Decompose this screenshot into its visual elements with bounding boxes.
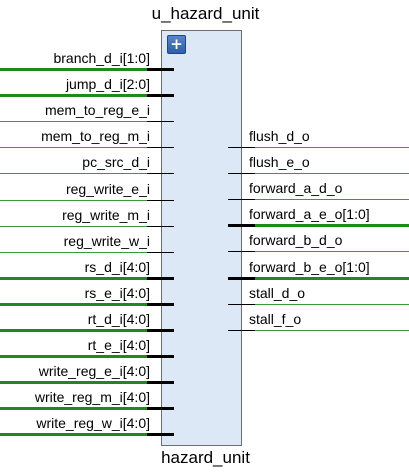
input-pin[interactable] xyxy=(147,121,174,122)
input-wire[interactable] xyxy=(0,94,161,97)
input-port-label: write_reg_e_i[4:0] xyxy=(38,363,150,379)
output-wire[interactable] xyxy=(241,277,409,280)
input-pin[interactable] xyxy=(147,407,174,410)
output-pin[interactable] xyxy=(228,330,255,331)
input-pin[interactable] xyxy=(147,226,174,227)
input-port-label: write_reg_w_i[4:0] xyxy=(36,415,150,431)
input-port-label: branch_d_i[1:0] xyxy=(53,50,150,66)
module-block[interactable]: + xyxy=(161,30,242,446)
input-port-label: jump_d_i[2:0] xyxy=(65,76,150,92)
output-wire[interactable] xyxy=(241,173,409,174)
output-port-label: forward_a_e_o[1:0] xyxy=(249,206,370,222)
output-port-label: flush_d_o xyxy=(249,128,310,144)
output-port-label: forward_b_d_o xyxy=(249,232,343,248)
input-wire[interactable] xyxy=(0,200,161,201)
input-wire[interactable] xyxy=(0,303,161,306)
input-wire[interactable] xyxy=(0,226,161,227)
input-port-label: mem_to_reg_m_i xyxy=(41,128,150,144)
input-pin[interactable] xyxy=(147,252,174,253)
instance-name: u_hazard_unit xyxy=(151,4,260,23)
output-wire[interactable] xyxy=(241,304,409,305)
input-wire[interactable] xyxy=(0,68,161,71)
input-port-label: reg_write_e_i xyxy=(65,181,150,197)
input-port-label: rt_e_i[4:0] xyxy=(87,337,150,353)
input-wire[interactable] xyxy=(0,173,161,174)
input-pin[interactable] xyxy=(147,433,174,436)
output-port-label: stall_d_o xyxy=(249,285,306,301)
output-pin[interactable] xyxy=(228,277,255,280)
output-pin[interactable] xyxy=(228,199,255,200)
input-port-label: write_reg_m_i[4:0] xyxy=(34,389,150,405)
input-port-label: pc_src_d_i xyxy=(82,154,150,170)
input-wire[interactable] xyxy=(0,252,161,253)
output-port-label: forward_b_e_o[1:0] xyxy=(249,259,370,275)
output-pin[interactable] xyxy=(228,147,255,148)
input-port-label: reg_write_w_i xyxy=(63,233,150,249)
input-port-label: rs_e_i[4:0] xyxy=(84,285,150,301)
module-name: hazard_unit xyxy=(161,448,250,467)
output-port-label: forward_a_d_o xyxy=(249,180,343,196)
input-port-label: rs_d_i[4:0] xyxy=(84,259,150,275)
input-pin[interactable] xyxy=(147,200,174,201)
input-pin[interactable] xyxy=(147,355,174,358)
input-pin[interactable] xyxy=(147,381,174,384)
output-pin[interactable] xyxy=(228,224,255,227)
input-port-label: reg_write_m_i xyxy=(62,207,150,223)
input-pin[interactable] xyxy=(147,147,174,148)
output-wire[interactable] xyxy=(241,251,409,252)
output-pin[interactable] xyxy=(228,251,255,252)
input-wire[interactable] xyxy=(0,329,161,332)
input-port-label: rt_d_i[4:0] xyxy=(87,311,150,327)
input-pin[interactable] xyxy=(147,329,174,332)
input-wire[interactable] xyxy=(0,381,161,384)
input-wire[interactable] xyxy=(0,433,161,436)
input-pin[interactable] xyxy=(147,68,174,71)
input-port-label: mem_to_reg_e_i xyxy=(44,102,150,118)
output-pin[interactable] xyxy=(228,173,255,174)
input-pin[interactable] xyxy=(147,277,174,280)
expand-button[interactable]: + xyxy=(167,35,186,54)
input-wire[interactable] xyxy=(0,407,161,410)
output-wire[interactable] xyxy=(241,224,409,227)
output-port-label: flush_e_o xyxy=(249,154,310,170)
input-pin[interactable] xyxy=(147,173,174,174)
input-wire[interactable] xyxy=(0,355,161,358)
output-port-label: stall_f_o xyxy=(249,311,302,327)
input-wire[interactable] xyxy=(0,121,161,122)
output-wire[interactable] xyxy=(241,199,409,200)
input-pin[interactable] xyxy=(147,303,174,306)
input-wire[interactable] xyxy=(0,147,161,148)
input-wire[interactable] xyxy=(0,277,161,280)
output-wire[interactable] xyxy=(241,147,409,148)
output-pin[interactable] xyxy=(228,304,255,305)
output-wire[interactable] xyxy=(241,330,409,331)
input-pin[interactable] xyxy=(147,94,174,97)
